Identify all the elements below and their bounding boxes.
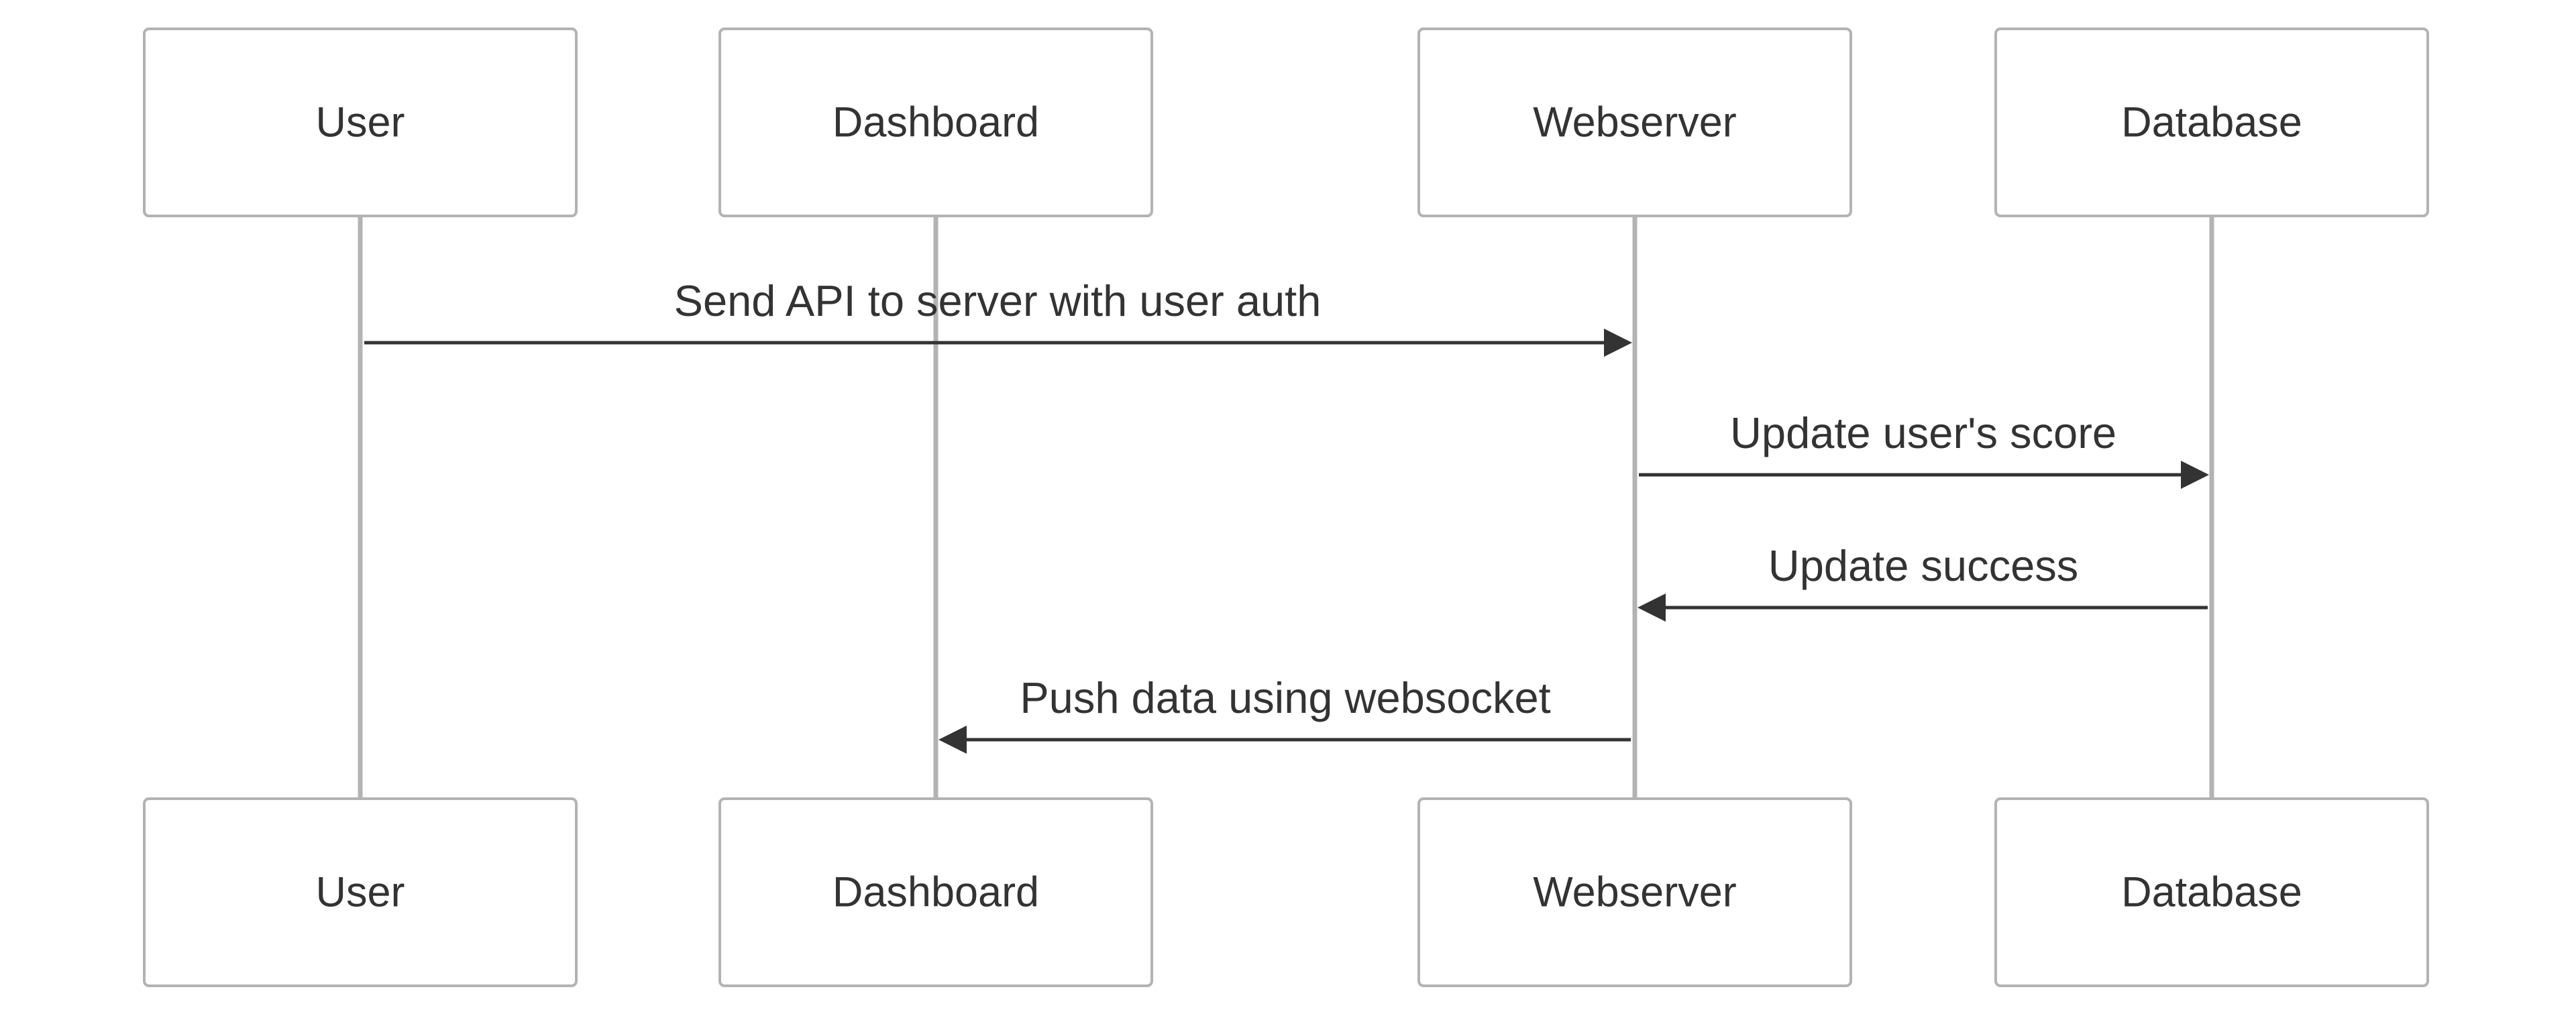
actor-webserver-top: Webserver xyxy=(1417,27,1852,217)
lifelines xyxy=(358,216,2214,799)
message-label: Send API to server with user auth xyxy=(674,276,1322,325)
actors-bottom: User Dashboard Webserver Database xyxy=(143,797,2429,987)
message-label: Update user's score xyxy=(1730,408,2116,457)
actor-label: Dashboard xyxy=(833,99,1039,146)
actor-label: Database xyxy=(2121,869,2302,916)
actor-box xyxy=(1417,27,1852,217)
actor-dashboard-top: Dashboard xyxy=(718,27,1153,217)
actor-label: Webserver xyxy=(1533,99,1736,146)
message-4: Push data using websocket xyxy=(938,673,1631,754)
actors-top: User Dashboard Webserver Database xyxy=(143,27,2429,217)
actor-label: User xyxy=(315,869,405,916)
messages: Send API to server with user authUpdate … xyxy=(364,276,2209,754)
arrowhead-icon xyxy=(938,726,967,754)
actor-webserver-bottom: Webserver xyxy=(1417,797,1852,987)
actor-user-bottom: User xyxy=(143,797,578,987)
actor-user-top: User xyxy=(143,27,578,217)
arrowhead-icon xyxy=(1638,593,1666,622)
actor-box xyxy=(718,797,1153,987)
actor-box xyxy=(143,27,578,217)
actor-label: Dashboard xyxy=(833,869,1039,916)
actor-label: User xyxy=(315,99,405,146)
actor-box xyxy=(718,27,1153,217)
actor-box xyxy=(1417,797,1852,987)
message-2: Update user's score xyxy=(1639,408,2209,489)
actor-database-bottom: Database xyxy=(1994,797,2429,987)
actor-box xyxy=(143,797,578,987)
arrowhead-icon xyxy=(1604,329,1632,357)
message-1: Send API to server with user auth xyxy=(364,276,1632,357)
message-3: Update success xyxy=(1638,541,2208,622)
message-label: Update success xyxy=(1768,541,2078,590)
actor-database-top: Database xyxy=(1994,27,2429,217)
actor-box xyxy=(1994,797,2429,987)
actor-label: Webserver xyxy=(1533,869,1736,916)
actor-label: Database xyxy=(2121,99,2302,146)
actor-box xyxy=(1994,27,2429,217)
actor-dashboard-bottom: Dashboard xyxy=(718,797,1153,987)
message-label: Push data using websocket xyxy=(1020,673,1550,722)
arrowhead-icon xyxy=(2181,461,2209,489)
